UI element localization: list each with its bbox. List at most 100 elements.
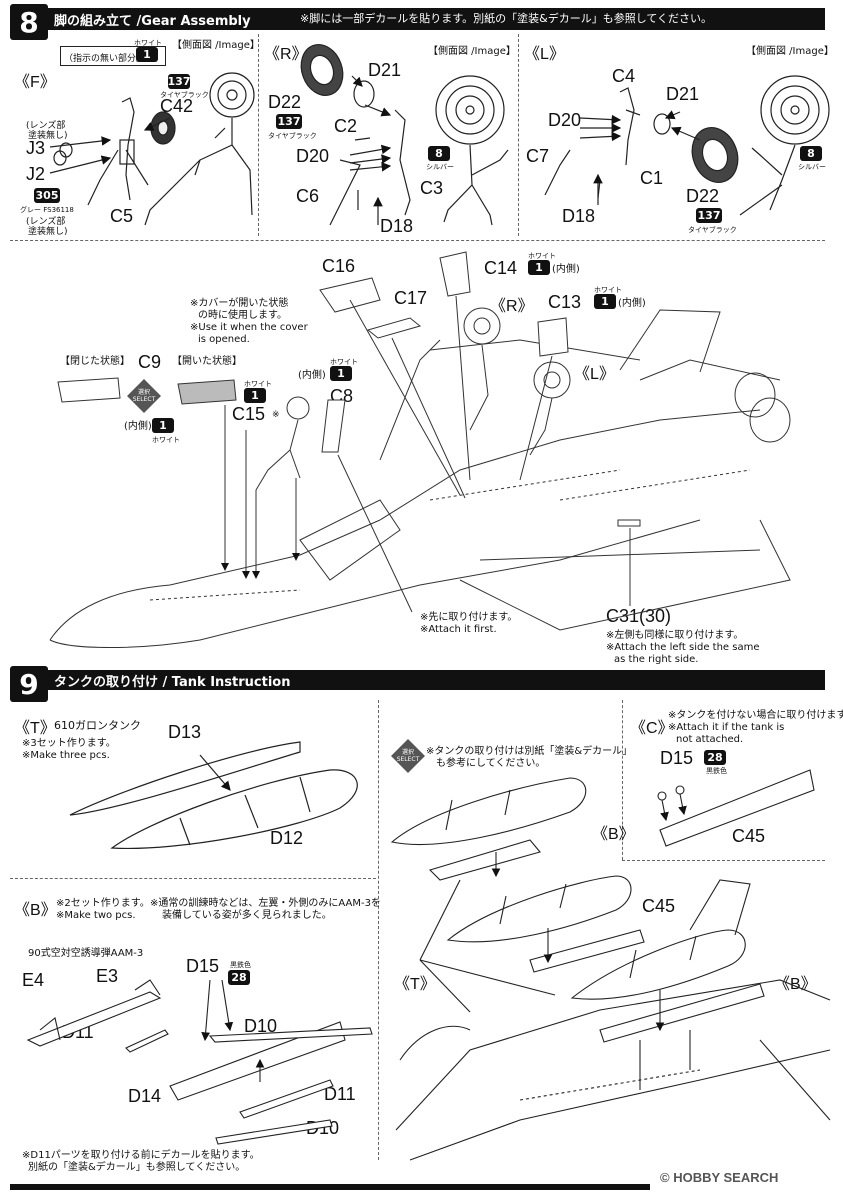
- t-note-en: ※Make three pcs.: [22, 750, 110, 761]
- main-l-label: 《L》: [574, 366, 615, 383]
- part-r-d21: D21: [368, 60, 402, 80]
- part-r-d22: D22: [268, 92, 302, 112]
- part-l-d20: D20: [548, 110, 582, 130]
- part-b-d10-upper: D11: [62, 1022, 94, 1042]
- l-badge-8: 8: [800, 146, 822, 161]
- c-note-en1: ※Attach it if the tank is: [668, 722, 785, 733]
- c-label: 《C》: [630, 720, 674, 737]
- part-l-c4: C4: [612, 66, 636, 86]
- cover-note-jp2: の時に使用します。: [198, 310, 287, 321]
- step8-note: ※脚には一部デカールを貼ります。別紙の「塗装&デカール」も参照してください。: [300, 12, 713, 25]
- divider-f-r: [258, 34, 259, 236]
- left-same-en1: ※Attach the left side the same: [606, 642, 760, 653]
- f-lens2b: 塗装無し): [28, 227, 68, 237]
- part-e3: E3: [96, 966, 119, 986]
- part-b-d10-lower: D10: [306, 1118, 340, 1138]
- b-label: 《B》: [14, 902, 57, 919]
- left-same-jp: ※左側も同様に取り付けます。: [606, 630, 744, 641]
- t-label: 《T》: [14, 720, 56, 737]
- f-badge-305: 305: [34, 188, 60, 203]
- part-j3: J3: [26, 138, 46, 158]
- part-l-d22: D22: [686, 186, 720, 206]
- part-b-d14: D14: [128, 1086, 162, 1106]
- f-lens1b: 塗装無し): [28, 131, 68, 141]
- closed-state: 【閉じた状態】: [60, 356, 130, 367]
- step8-header-bar: 脚の組み立て /Gear Assembly: [10, 8, 825, 30]
- t-note-jp: ※3セット作ります。: [22, 738, 116, 749]
- c15-mark: ※: [272, 410, 280, 420]
- opened-state: 【開いた状態】: [172, 356, 242, 367]
- b-note2-jp1: ※通常の訓練時などは、左翼・外側のみにAAM-3を: [150, 898, 381, 909]
- tank-note-jp2: も参考にしてください。: [436, 758, 546, 769]
- part-l-c7: C7: [526, 146, 550, 166]
- c8-inside: (内側): [298, 370, 326, 381]
- part-b-d11-upper: D10: [244, 1016, 278, 1036]
- b-badge-28: 28: [228, 970, 250, 985]
- select-badge-tank: 選択 SELECT: [391, 739, 425, 773]
- part-c9: C9: [138, 352, 162, 372]
- c14-badge: 1: [528, 260, 550, 275]
- attach-first-jp: ※先に取り付けます。: [420, 612, 518, 623]
- b-missile: 90式空対空誘導弾AAM-3: [28, 948, 144, 959]
- f-indicator-box: [60, 46, 166, 66]
- main-c45: C45: [642, 896, 676, 916]
- c-badge-28: 28: [704, 750, 726, 765]
- part-r-c2: C2: [334, 116, 358, 136]
- divider-c-box-bottom: [622, 860, 825, 861]
- part-c31: C31(30): [606, 606, 672, 626]
- r-badge-8: 8: [428, 146, 450, 161]
- c9-badge-inside: 1: [152, 418, 174, 433]
- step9-number: 9: [10, 666, 48, 702]
- select-badge-tank-text: 選択 SELECT: [396, 749, 420, 763]
- part-r-c3: C3: [420, 178, 444, 198]
- part-r-c6: C6: [296, 186, 320, 206]
- select-badge-c9: 選択 SELECT: [127, 379, 161, 413]
- f-lens2: (レンズ部: [26, 217, 66, 227]
- footer-watermark: © HOBBY SEARCH: [660, 1170, 779, 1185]
- part-l-d18: D18: [562, 206, 596, 226]
- l-label: 《L》: [524, 46, 565, 63]
- c-note-en2: not attached.: [676, 734, 744, 745]
- cover-note-en1: ※Use it when the cover: [190, 322, 308, 333]
- f-side-view: 【側面図 /Image】: [172, 40, 260, 51]
- part-b-d15: D15: [186, 956, 220, 976]
- part-c17: C17: [394, 288, 428, 308]
- main-r-label: 《R》: [490, 298, 534, 315]
- f-label: 《F》: [14, 74, 56, 91]
- f-badge-white: 1: [136, 47, 158, 62]
- step9-title: タンクの取り付け / Tank Instruction: [54, 674, 291, 690]
- divider-step9-left: [10, 878, 376, 879]
- part-c42: C42: [160, 96, 194, 116]
- r-badge-137: 137: [276, 114, 302, 129]
- part-c16: C16: [322, 256, 356, 276]
- r-badge-8-cap: シルバー: [426, 163, 454, 171]
- left-same-en2: as the right side.: [614, 654, 699, 665]
- f-badge-305-cap: グレー FS36118: [20, 206, 74, 214]
- c-badge-28-cap: 黒鉄色: [706, 767, 727, 775]
- part-c15: C15: [232, 404, 266, 424]
- part-c5: C5: [110, 206, 134, 226]
- r-badge-137-cap: タイヤブラック: [268, 132, 317, 140]
- c13-badge-cap: ホワイト: [594, 286, 622, 294]
- main-b1: 《B》: [592, 826, 635, 843]
- l-badge-137: 137: [696, 208, 722, 223]
- f-badge-137-cap: タイヤブラック: [160, 91, 209, 99]
- main-t: 《T》: [394, 976, 436, 993]
- divider-step9-mid: [378, 700, 379, 1160]
- l-badge-137-cap: タイヤブラック: [688, 226, 737, 234]
- c-note-jp: ※タンクを付けない場合に取り付けます。: [668, 710, 843, 721]
- b-decal-jp2: 別紙の「塗装&デカール」も参照してください。: [28, 1162, 246, 1173]
- c15-badge: 1: [244, 388, 266, 403]
- t-desc: 610ガロンタンク: [54, 719, 141, 732]
- divider-c-box-left: [622, 700, 623, 860]
- part-c-c45: C45: [732, 826, 766, 846]
- part-d12: D12: [270, 828, 304, 848]
- attach-first-en: ※Attach it first.: [420, 624, 497, 635]
- f-badge-white-cap: ホワイト: [134, 39, 162, 47]
- c13-badge: 1: [594, 294, 616, 309]
- c14-inside: (内側): [552, 264, 580, 275]
- b-note-en: ※Make two pcs.: [56, 910, 136, 921]
- f-badge-137: 137: [167, 74, 191, 89]
- part-r-d20: D20: [296, 146, 330, 166]
- part-c-d15: D15: [660, 748, 694, 768]
